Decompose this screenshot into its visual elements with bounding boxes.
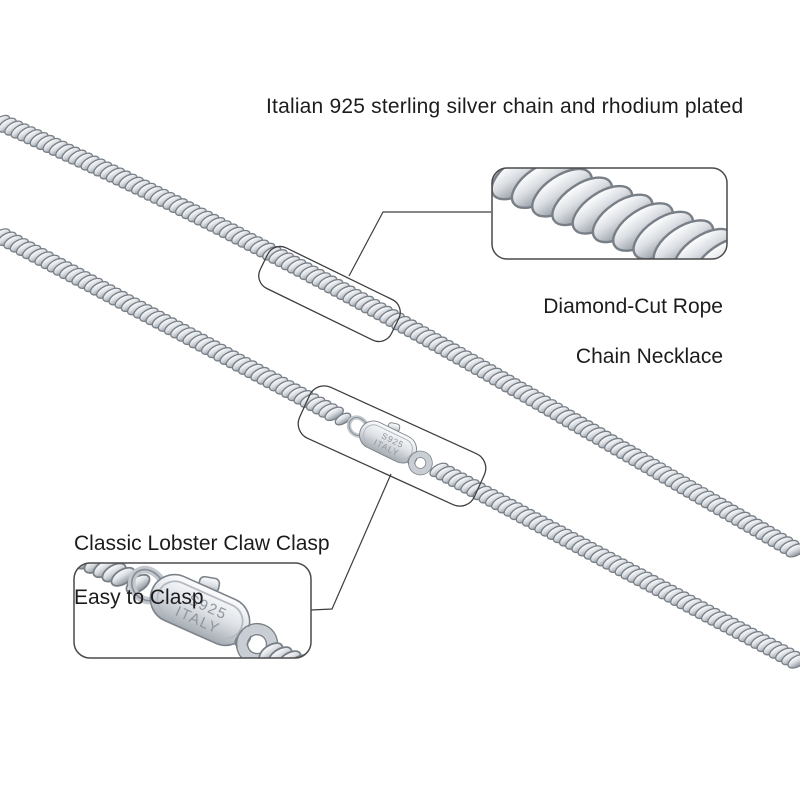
chain-link	[693, 236, 727, 259]
product-title: Italian 925 sterling silver chain and rh…	[266, 95, 744, 118]
chain-detail-rope-closeup	[492, 168, 727, 259]
clasp-detail-label-line1: Classic Lobster Claw Clasp	[74, 532, 330, 555]
chain-section-highlight-frame	[258, 245, 401, 343]
clasp-detail-box-border	[73, 562, 312, 659]
chain-link	[334, 412, 352, 426]
chain-link	[258, 642, 284, 658]
callout-line-clasp-detail	[310, 473, 392, 611]
chain-link	[672, 227, 727, 259]
chain-link	[36, 530, 65, 556]
chain-link	[293, 655, 322, 681]
chain-detail-label-line1: Diamond-Cut Rope	[543, 295, 723, 318]
chain-link	[785, 543, 800, 558]
chain-link	[267, 646, 293, 658]
chain-strand-lower	[0, 228, 800, 669]
clasp-section-highlight-frame	[297, 385, 487, 507]
chain-link	[302, 659, 331, 685]
chain-detail-box-border	[491, 167, 728, 260]
chain-detail-label-line2: Chain Necklace	[575, 345, 723, 368]
clasp-detail-label: Classic Lobster Claw Clasp Easy to Clasp	[74, 503, 330, 638]
chain-link	[311, 663, 340, 689]
chain-link	[276, 650, 302, 658]
clasp-detail-label-line2: Easy to Clasp	[74, 586, 204, 609]
chain-detail-box	[491, 167, 728, 260]
chain-strand-upper	[0, 114, 800, 558]
chain-link	[45, 534, 74, 560]
chain-detail-label: Diamond-Cut Rope Chain Necklace	[543, 269, 723, 394]
callout-line-chain-detail	[348, 211, 491, 277]
